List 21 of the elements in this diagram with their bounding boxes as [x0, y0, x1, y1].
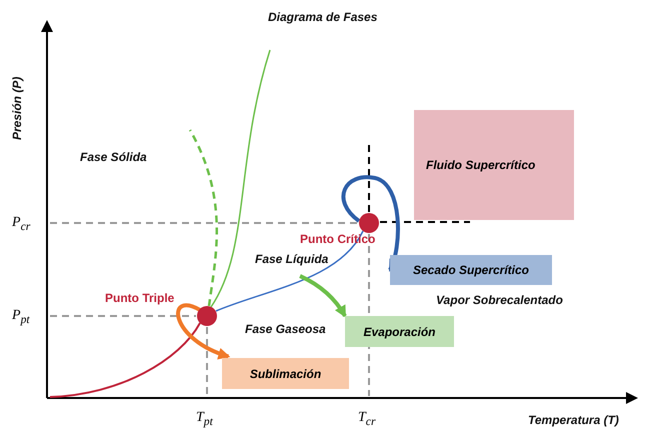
region-label: Fase Líquida: [255, 252, 328, 266]
region-label: Fase Gaseosa: [245, 322, 326, 336]
region-box: Secado Supercrítico: [390, 255, 552, 285]
point-marker: [359, 213, 379, 233]
axis-label: Temperatura (T): [528, 413, 619, 427]
tick-label: T$_{pt}$: [196, 410, 213, 428]
region-label: Fase Sólida: [80, 150, 147, 164]
title: Diagrama de Fases: [268, 10, 378, 24]
point-marker: [197, 306, 217, 326]
region-box: Sublimación: [222, 358, 349, 389]
axis-label: Presión (P): [10, 76, 24, 140]
tick-label: P$_{pt}$: [12, 308, 30, 326]
region-label: Vapor Sobrecalentado: [436, 293, 563, 307]
process-arrow: [342, 175, 400, 272]
tick-label: P$_{cr}$: [12, 215, 30, 233]
process-arrow: [176, 303, 230, 359]
region-box: Evaporación: [345, 316, 454, 347]
tick-label: T$_{cr}$: [358, 410, 376, 428]
process-arrow: [299, 274, 347, 318]
point-label: Punto Triple: [105, 291, 174, 305]
region-box: Fluido Supercrítico: [414, 110, 574, 220]
